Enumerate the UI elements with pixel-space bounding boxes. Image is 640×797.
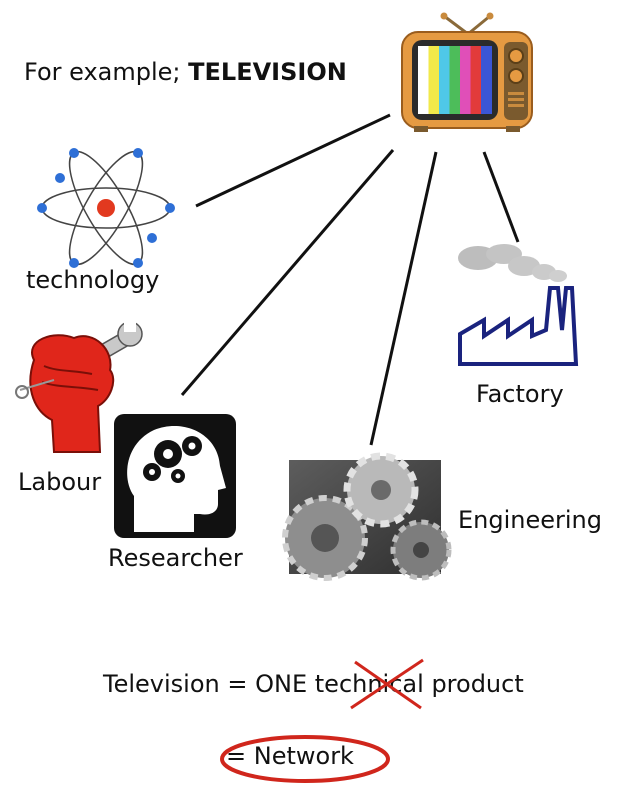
conclusion-network: Network bbox=[253, 742, 354, 770]
conclusion-equals: = bbox=[226, 742, 247, 770]
title-prefix: For example; bbox=[24, 58, 189, 86]
line-to-factory bbox=[482, 151, 520, 243]
label-labour: Labour bbox=[18, 468, 102, 496]
strike-cross-icon bbox=[350, 658, 424, 710]
head-gears-icon bbox=[114, 414, 236, 538]
equation-product: product bbox=[431, 670, 524, 698]
equation-one: ONE bbox=[255, 670, 308, 698]
atom-icon bbox=[37, 148, 175, 268]
television-icon bbox=[401, 12, 533, 132]
line-to-researcher bbox=[180, 149, 395, 396]
equation-lhs: Television bbox=[103, 670, 220, 698]
conclusion-line: = Network bbox=[226, 742, 354, 770]
label-factory: Factory bbox=[476, 380, 564, 408]
line-to-engineering bbox=[369, 151, 438, 446]
line-to-technology bbox=[195, 113, 391, 208]
gears-photo bbox=[282, 452, 452, 581]
equation-line: Television = ONE technical product bbox=[103, 670, 524, 698]
label-researcher: Researcher bbox=[108, 544, 243, 572]
factory-icon bbox=[458, 244, 579, 366]
fist-wrench-icon bbox=[15, 320, 143, 453]
label-technology: technology bbox=[26, 266, 160, 294]
page-title: For example; TELEVISION bbox=[24, 58, 347, 86]
network-circle-icon bbox=[220, 735, 390, 783]
label-engineering: Engineering bbox=[458, 506, 602, 534]
equation-equals: = bbox=[227, 670, 248, 698]
title-subject: TELEVISION bbox=[188, 58, 347, 86]
equation-struck-word: technical bbox=[314, 670, 424, 698]
